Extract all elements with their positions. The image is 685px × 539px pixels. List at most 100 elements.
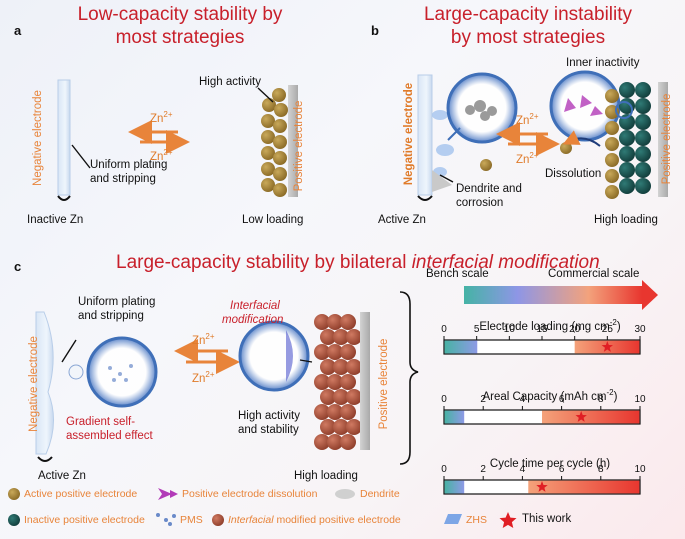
legend-dissolution-swatch	[158, 488, 172, 500]
legend-teal-swatch	[8, 514, 20, 526]
panel-b-zn-top: Zn2+	[516, 112, 539, 127]
brown-particle	[346, 359, 362, 375]
chart-0-title: Electrode loading (mg cm-2)	[479, 318, 621, 333]
brown-particle	[340, 434, 356, 450]
panel-b-dissolution: Dissolution	[545, 168, 602, 180]
chart-1-this-work-star	[575, 411, 587, 422]
legend-this-work: This work	[522, 513, 572, 525]
chart-2-bench-bar	[444, 480, 465, 494]
panel-a-uniform-line1: Uniform plating	[90, 159, 168, 171]
panel-c-negative-electrode	[35, 311, 55, 455]
brown-particle	[320, 359, 336, 375]
chart-0-tick-label: 10	[503, 324, 515, 335]
panel-b-letter: b	[371, 23, 379, 38]
brown-particle	[314, 404, 330, 420]
panel-c-uniform-line1: Uniform plating	[78, 296, 156, 308]
chart-0-tick-label: 25	[601, 324, 613, 335]
brown-particle	[340, 314, 356, 330]
panel-c-negative-magnifier	[86, 336, 158, 408]
panel-b-active-zn: Active Zn	[378, 214, 426, 226]
legend-dissolution: Positive electrode dissolution	[182, 488, 318, 500]
chart-1-title: Areal Capacity (mAh cm-2)	[482, 388, 618, 403]
chart-1-tick-label: 0	[441, 394, 447, 405]
panel-a-negative-electrode	[57, 79, 71, 196]
brown-particle	[327, 314, 343, 330]
panel-c-high-line1: High activity	[238, 410, 300, 422]
legend-dendrite: Dendrite	[360, 488, 400, 500]
brown-particle	[320, 419, 336, 435]
panel-b-title-line2: by most strategies	[450, 27, 606, 48]
panel-c-brown-particles	[314, 314, 362, 450]
panel-c-interfacial-line2: modification	[222, 314, 284, 326]
chart-1-tick-label: 8	[598, 394, 604, 405]
panel-a-positive-label: Positive electrode	[293, 100, 305, 192]
panel-b-dendrite	[432, 170, 452, 192]
chart-2-tick-label: 0	[441, 464, 447, 475]
panel-a-low-loading: Low loading	[242, 214, 304, 226]
panel-c-letter: c	[14, 259, 22, 274]
chart-1-tick-label: 2	[480, 394, 486, 405]
panel-c-interfacial-line1: Interfacial	[230, 300, 280, 312]
brown-particle	[314, 314, 330, 330]
chart-2-tick-label: 4	[519, 464, 526, 475]
panel-a-title-line1: Low-capacity stability by	[77, 4, 283, 25]
panel-a-negative-label: Negative electrode	[32, 90, 44, 186]
panel-c-gradient-line1: Gradient self-	[66, 416, 136, 428]
chart-0-tick-label: 15	[536, 324, 548, 335]
panel-b-dendrite-line1: Dendrite and	[456, 183, 522, 195]
brown-particle	[327, 344, 343, 360]
panel-c-zn-top: Zn2+	[192, 332, 215, 347]
bench-scale-label: Bench scale	[426, 268, 489, 280]
scale-bar	[464, 286, 642, 304]
panel-c-high-loading: High loading	[294, 470, 358, 482]
panel-b-positive-label: Positive electrode	[661, 93, 673, 185]
brown-particle	[327, 404, 343, 420]
panel-b-zhs-flakes	[432, 110, 454, 177]
brown-particle	[346, 329, 362, 345]
panel-a-zn-bottom: Zn2+	[150, 148, 173, 163]
brown-particle	[340, 374, 356, 390]
brown-particle	[314, 344, 330, 360]
chart-1-bench-bar	[444, 410, 465, 424]
legend-pms: PMS	[180, 514, 203, 526]
chart-2-this-work-star	[536, 481, 548, 492]
brown-particle	[333, 359, 349, 375]
panel-b-high-loading: High loading	[594, 214, 658, 226]
chart-0-this-work-star	[601, 341, 613, 352]
legend-brown-swatch	[212, 514, 224, 526]
panel-c-title: Large-capacity stability by bilateral in…	[116, 252, 600, 273]
legend-gold-swatch	[8, 488, 20, 500]
panel-c-positive-label: Positive electrode	[378, 338, 390, 430]
commercial-scale-label: Commercial scale	[548, 268, 640, 280]
legend-dendrite-swatch	[335, 489, 355, 499]
panel-b-dendrite-line2: corrosion	[456, 197, 504, 209]
panel-c-gradient-line2: assembled effect	[66, 430, 153, 442]
panel-c-high-line2: and stability	[238, 424, 299, 436]
legend-interfacial: Interfacial modified positive electrode	[228, 514, 401, 526]
chart-2-commercial-bar	[528, 480, 640, 494]
brown-particle	[346, 389, 362, 405]
panel-b-zn-bottom: Zn2+	[516, 151, 539, 166]
chart-layer	[443, 336, 641, 495]
brown-particle	[333, 389, 349, 405]
chart-2-title: Cycle time per cycle (h)	[489, 458, 611, 470]
panel-c-uniform-line2: and stripping	[78, 310, 144, 322]
brown-particle	[340, 404, 356, 420]
chart-1-commercial-bar	[542, 410, 640, 424]
panel-a-zn-top: Zn2+	[150, 110, 173, 125]
brown-particle	[327, 374, 343, 390]
chart-2-tick-label: 6	[558, 464, 565, 475]
chart-1-tick-label: 4	[519, 394, 526, 405]
brown-particle	[346, 419, 362, 435]
panel-a-title-line2: most strategies	[115, 27, 245, 48]
panel-a-gold-particles	[261, 88, 288, 197]
panel-a-letter: a	[14, 23, 22, 38]
panel-b-negative-label: Negative electrode	[403, 82, 415, 186]
brown-particle	[333, 329, 349, 345]
legend-star-icon	[499, 512, 517, 528]
panel-a-high-activity: High activity	[199, 76, 261, 88]
brown-particle	[333, 419, 349, 435]
panel-c-negative-label: Negative electrode	[28, 336, 40, 432]
panel-c-positive-magnifier	[238, 320, 310, 392]
